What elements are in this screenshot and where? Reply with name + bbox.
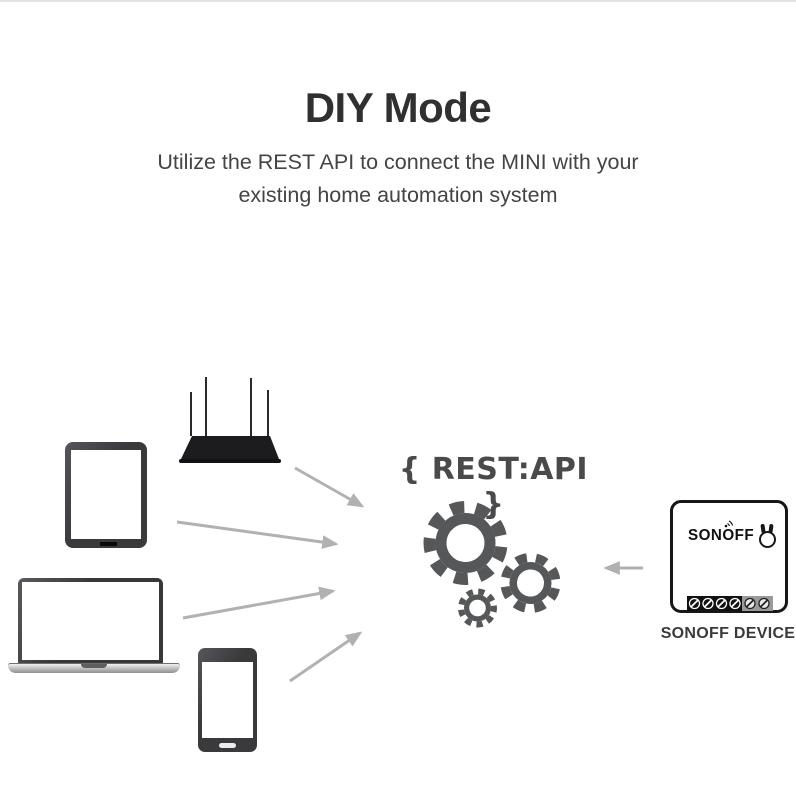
arrow-laptop-to-api [182,586,336,620]
gear-medium-body [509,562,552,604]
router-base [179,459,281,463]
arrow-router-to-api [294,466,365,508]
gear-large-teeth [423,501,508,585]
gear-small-body [464,594,492,622]
gear-small [458,588,497,628]
tablet-screen [71,450,141,539]
router-body [181,436,279,459]
gear-small-teeth [458,588,497,628]
gear-large-body [435,513,496,573]
sonoff-logo: SONOFF [688,527,755,544]
wifi-router-icon [175,375,285,465]
router-antenna [190,392,192,436]
laptop-screen [22,582,159,660]
gears-icon [423,501,561,628]
smartphone-home-button [219,743,236,748]
subtitle-line-1: Utilize the REST API to connect the MINI… [157,150,639,174]
arrow-phone-to-api [289,631,363,683]
subtitle-line-2: existing home automation system [238,183,558,207]
router-antenna [205,377,207,436]
wifi-signal-icon [724,520,734,528]
smartphone-icon [198,648,257,752]
smartphone-screen [202,662,253,738]
laptop-icon [18,578,163,664]
laptop-base [8,663,180,673]
router-antenna [267,390,269,436]
sonoff-device-icon: SONOFF [670,500,788,613]
terminal-strip [687,596,773,611]
page-subtitle: Utilize the REST API to connect the MINI… [0,146,796,212]
pair-button-icon [759,531,776,548]
sonoff-device-caption: SONOFF DEVICE [660,625,796,642]
top-edge-line [0,0,796,2]
router-antenna [250,378,252,436]
tablet-icon [65,442,147,548]
rest-api-label: { REST:API } [398,452,589,522]
gear-medium [500,553,561,613]
arrow-tablet-to-api [176,520,339,549]
gear-medium-teeth [500,553,561,613]
tablet-connector [100,542,117,546]
gear-large [423,501,508,585]
page-title: DIY Mode [304,84,492,131]
laptop-hinge-notch [81,664,107,668]
